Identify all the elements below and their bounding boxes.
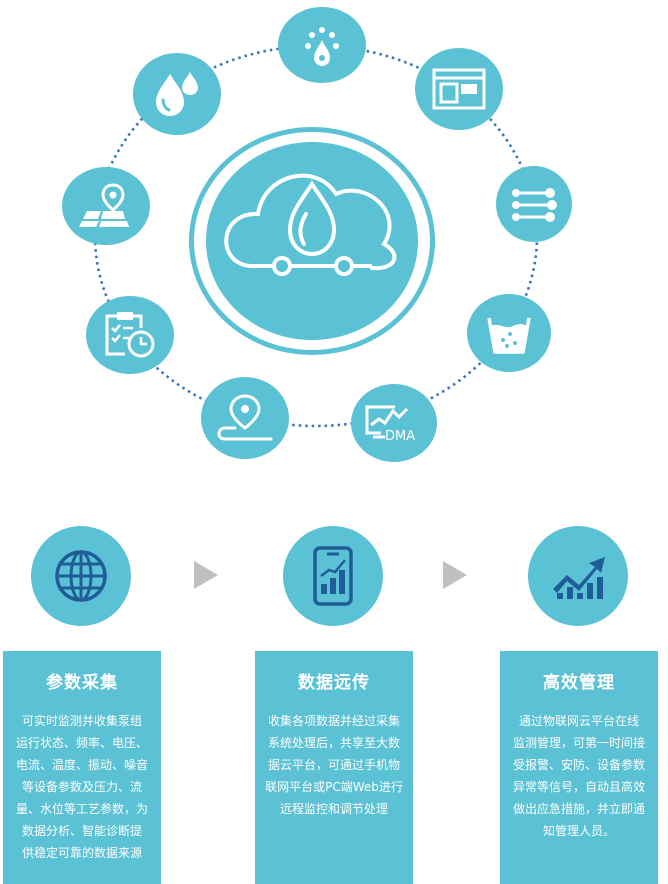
tablet-chart-icon — [313, 546, 353, 606]
card-line: 据云平台，可通过手机物 — [267, 758, 400, 772]
card-description: 可实时监测并收集泵组 运行状态、频率、电压、 电流、温度、振动、噪音 等设备参数… — [11, 710, 153, 864]
globe-icon — [55, 550, 107, 602]
step-circle-collect — [31, 526, 131, 626]
ring-node-flow — [496, 166, 572, 242]
card-transmit: 数据远传 收集各项数据并经过采集 系统处理后，共享至大数 据云平台，可通过手机物… — [255, 651, 413, 884]
card-title: 数据远传 — [298, 673, 370, 693]
ring-node-water-quality — [467, 294, 551, 372]
arrow-step-1-to-2 — [194, 561, 218, 589]
water-drops-icon — [156, 72, 198, 116]
dashboard-window-icon — [432, 68, 486, 110]
growth-chart-icon — [553, 557, 605, 599]
card-collect: 参数采集 可实时监测并收集泵组 运行状态、频率、电压、 电流、温度、振动、噪音 … — [3, 651, 161, 884]
cloud-water-drop-icon — [224, 173, 397, 276]
card-line: 系统处理后，共享至大数 — [267, 736, 400, 750]
card-description: 通过物联网云平台在线 监测管理，可第一时间接 受报警、安防、设备参数 异常等信号… — [508, 710, 650, 842]
card-line: 运行状态、频率、电压、 — [15, 736, 148, 750]
card-line: 供稳定可靠的数据来源 — [21, 846, 142, 860]
card-line: 可实时监测并收集泵组 — [21, 714, 142, 728]
arrow-step-2-to-3 — [443, 561, 467, 589]
ring-node-dma: DMA — [351, 384, 437, 462]
dma-monitor-icon: DMA — [365, 405, 415, 443]
checklist-clock-icon — [105, 312, 155, 358]
card-line: 知管理人员。 — [542, 824, 615, 838]
flow-network-icon — [512, 188, 557, 222]
ring-node-water-drops — [133, 53, 221, 135]
card-line: 远程监控和调节处理 — [279, 802, 388, 816]
card-line: 受报警、安防、设备参数 — [512, 758, 645, 772]
ring-node-checklist — [86, 296, 174, 374]
card-line: 数据分析、智能诊断提 — [21, 824, 142, 838]
dma-label: DMA — [385, 429, 415, 443]
card-description: 收集各项数据并经过采集 系统处理后，共享至大数 据云平台，可通过手机物 联网平台… — [263, 710, 405, 820]
pressure-gauge-drop-icon — [305, 27, 339, 66]
card-line: 等设备参数及压力、流 — [21, 780, 142, 794]
ring-node-location-pipe — [201, 377, 289, 459]
card-line: 量、水位等工艺参数，为 — [15, 802, 148, 816]
water-quality-icon — [487, 317, 531, 354]
card-line: 电流、温度、振动、噪音 — [15, 758, 148, 772]
card-line: 联网平台或PC端Web进行 — [265, 780, 403, 794]
center-hub — [206, 142, 418, 340]
card-title: 高效管理 — [543, 673, 615, 693]
ring-node-dashboard — [415, 48, 503, 130]
map-location-icon — [79, 183, 129, 227]
card-title: 参数采集 — [46, 673, 118, 693]
ring-node-map — [62, 167, 150, 245]
card-manage: 高效管理 通过物联网云平台在线 监测管理，可第一时间接 受报警、安防、设备参数 … — [500, 651, 658, 884]
card-line: 收集各项数据并经过采集 — [267, 714, 400, 728]
ring-node-pressure — [278, 7, 366, 83]
step-circle-transmit — [283, 526, 383, 626]
card-line: 异常等信号，自动且高效 — [512, 780, 645, 794]
card-line: 监测管理，可第一时间接 — [512, 736, 645, 750]
step-circle-manage — [528, 526, 628, 626]
location-pipeline-icon — [217, 394, 273, 441]
card-line: 做出应急措施，并立即通 — [512, 802, 645, 816]
card-line: 通过物联网云平台在线 — [518, 714, 639, 728]
